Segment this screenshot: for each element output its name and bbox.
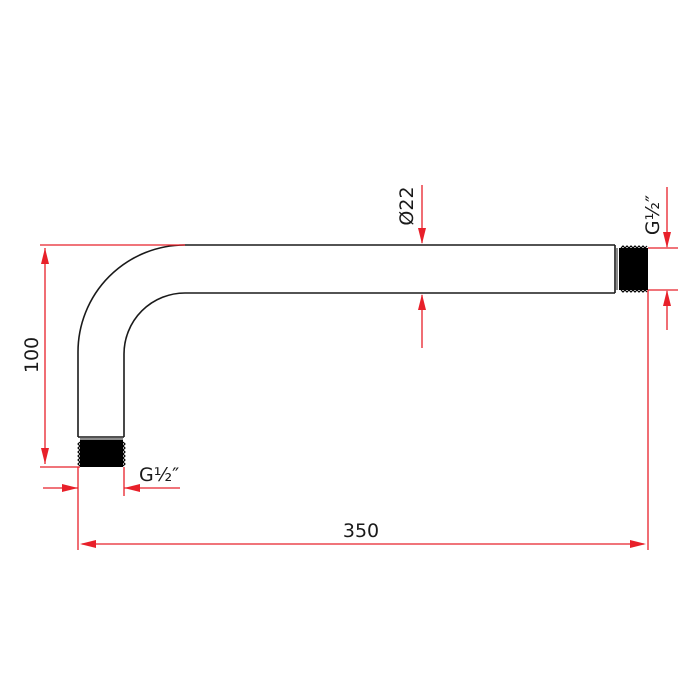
right-thread: [616, 245, 648, 293]
dimension-right-thread: [648, 187, 678, 330]
length-label: 350: [343, 520, 379, 542]
bottom-thread: [77, 438, 126, 467]
right-thread-label: G½″: [642, 195, 664, 235]
dimension-height: [40, 244, 185, 468]
dimension-diameter: [418, 185, 426, 348]
dimension-length: [80, 290, 649, 550]
dimension-bottom-thread: [43, 467, 180, 550]
height-label: 100: [21, 337, 43, 373]
pipe-body: [77, 244, 616, 438]
diameter-label: Ø22: [396, 186, 418, 225]
bottom-thread-label: G½″: [139, 464, 179, 486]
